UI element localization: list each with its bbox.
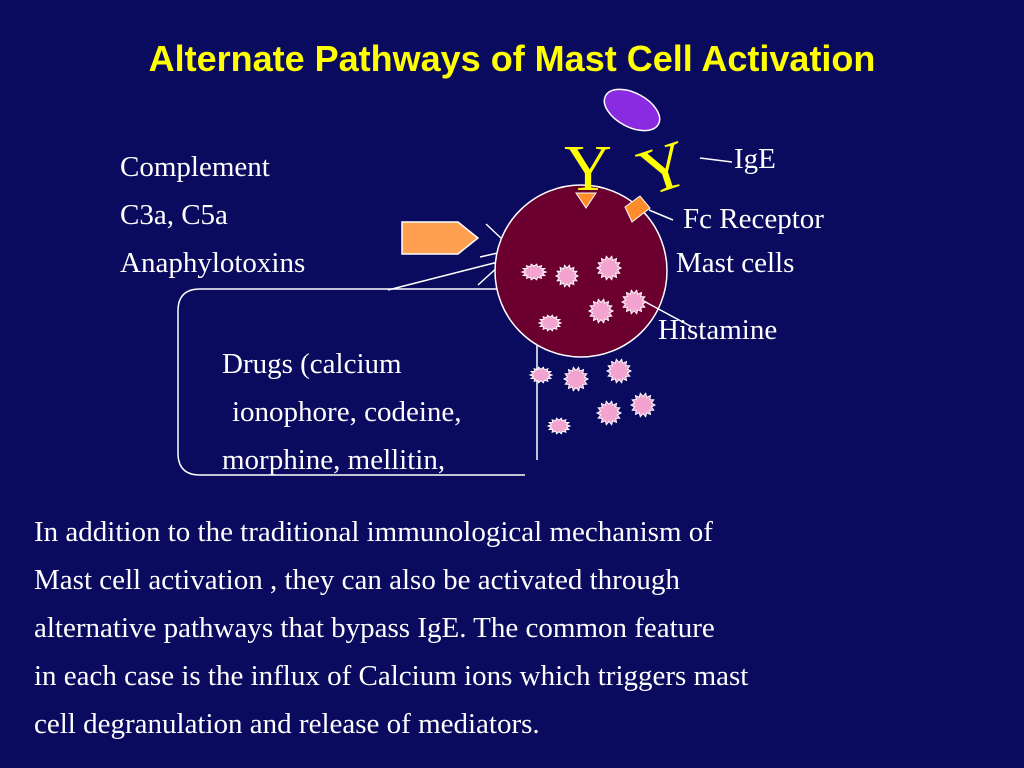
mast-cell bbox=[494, 184, 668, 358]
paragraph-line: cell degranulation and release of mediat… bbox=[34, 708, 540, 740]
complement-label: Complement C3a, C5a Anaphylotoxins bbox=[120, 143, 305, 287]
fc-receptor-label: Fc Receptor bbox=[683, 203, 824, 235]
histamine-granule bbox=[520, 263, 548, 281]
histamine-granule bbox=[629, 392, 657, 418]
histamine-granule bbox=[595, 255, 623, 281]
complement-line: Complement bbox=[120, 151, 270, 183]
drugs-line: Drugs (calcium bbox=[222, 348, 402, 380]
leader-lines bbox=[637, 157, 733, 328]
histamine-label: Histamine bbox=[658, 314, 778, 346]
paragraph-line: in each case is the influx of Calcium io… bbox=[34, 660, 749, 692]
fc-receptor-left bbox=[575, 192, 597, 209]
histamine-granules bbox=[520, 255, 657, 435]
ige-antibody-left: Y bbox=[564, 132, 612, 205]
histamine-granule bbox=[595, 400, 623, 426]
histamine-granule bbox=[562, 366, 590, 392]
fc-receptor-right bbox=[624, 195, 651, 223]
complement-line: Anaphylotoxins bbox=[120, 247, 306, 279]
histamine-granule bbox=[528, 366, 554, 384]
histamine-granule bbox=[537, 314, 563, 332]
drugs-line: morphine, mellitin, bbox=[222, 444, 446, 476]
ige-label: IgE bbox=[734, 143, 776, 175]
complement-arrow bbox=[401, 221, 480, 255]
antigen bbox=[603, 88, 661, 132]
histamine-granule bbox=[546, 417, 572, 435]
complement-line: C3a, C5a bbox=[120, 199, 228, 231]
paragraph-line: alternative pathways that bypass IgE. Th… bbox=[34, 612, 715, 644]
drugs-line: ionophore, codeine, bbox=[232, 396, 462, 428]
histamine-granule bbox=[554, 264, 580, 288]
explanation-paragraph: In addition to the traditional immunolog… bbox=[34, 508, 1019, 748]
histamine-granule bbox=[620, 289, 648, 315]
mast-cells-label: Mast cells bbox=[676, 247, 795, 279]
paragraph-line: In addition to the traditional immunolog… bbox=[34, 516, 713, 548]
histamine-granule bbox=[605, 358, 633, 384]
paragraph-line: Mast cell activation , they can also be … bbox=[34, 564, 680, 596]
drugs-label: Drugs (calcium ionophore, codeine, morph… bbox=[222, 340, 462, 484]
histamine-granule bbox=[587, 298, 615, 324]
slide-title: Alternate Pathways of Mast Cell Activati… bbox=[148, 38, 876, 79]
